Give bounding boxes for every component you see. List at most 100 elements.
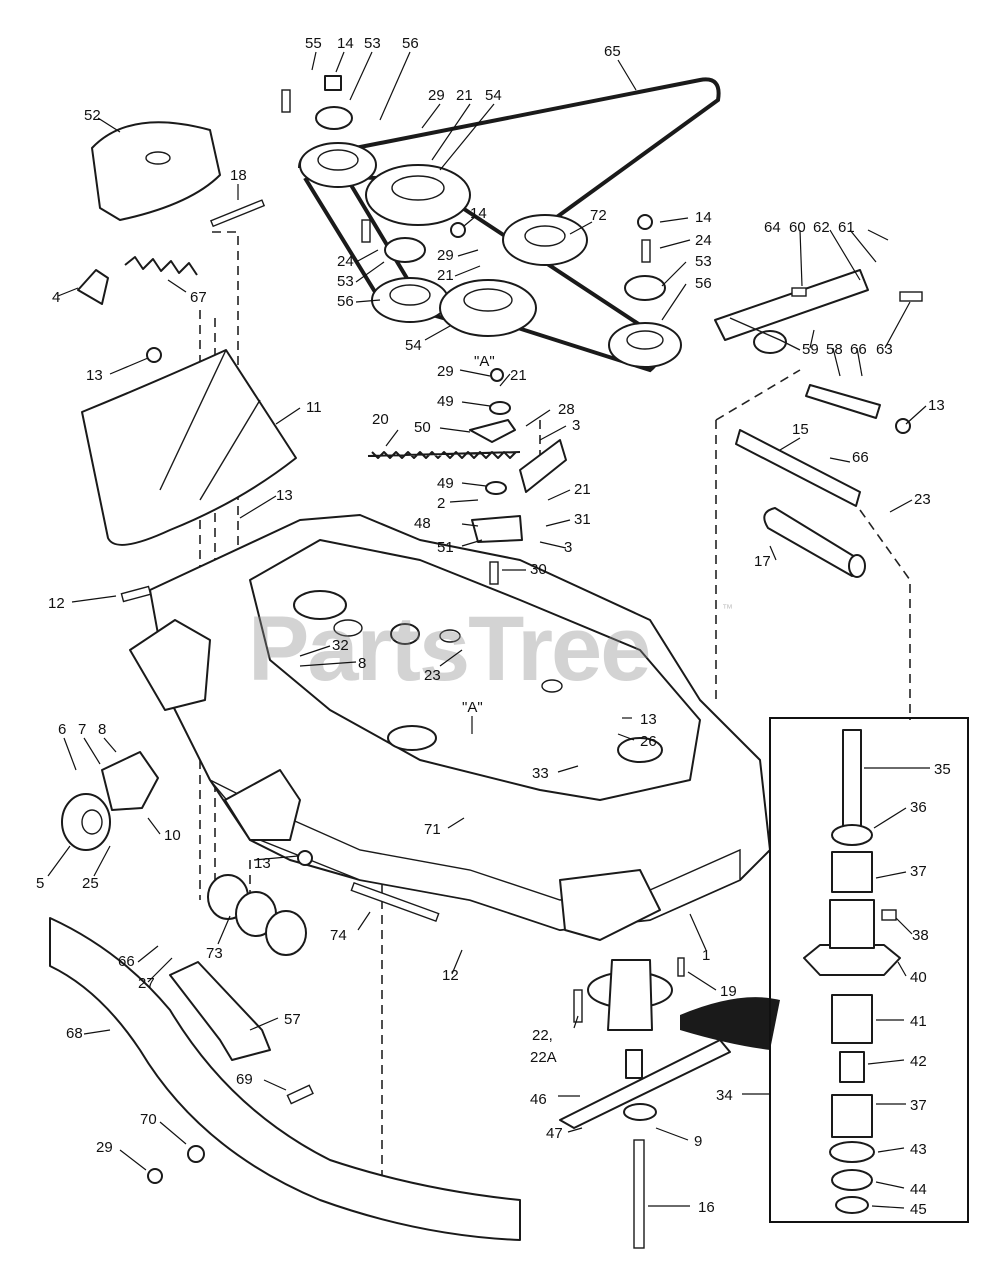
grass-shadow — [680, 997, 780, 1050]
bolt-30 — [489, 561, 499, 585]
lift-arm-59 — [714, 269, 869, 341]
callout-31: 31 — [574, 511, 591, 528]
bearing-53-mid — [384, 237, 426, 263]
callout-51: 51 — [437, 539, 454, 556]
callout-24: 24 — [337, 253, 354, 270]
belt-drive-assembly — [281, 75, 721, 373]
callout-56: 56 — [337, 293, 354, 310]
spring-20 — [367, 451, 521, 459]
callout-36: 36 — [910, 799, 927, 816]
callout-13: 13 — [640, 711, 657, 728]
bolt-24-left — [361, 219, 371, 243]
callout-14: 14 — [695, 209, 712, 226]
callout-44: 44 — [910, 1181, 927, 1198]
callout-55: 55 — [305, 35, 322, 52]
callout-42: 42 — [910, 1053, 927, 1070]
callout-17: 17 — [754, 553, 771, 570]
washer-44 — [831, 1169, 873, 1191]
belt-cover-52 — [91, 121, 221, 221]
callout-56: 56 — [695, 275, 712, 292]
callout-53: 53 — [364, 35, 381, 52]
deck-opening-3 — [541, 679, 563, 693]
right-linkage-assembly — [714, 269, 923, 578]
callout-61: 61 — [838, 219, 855, 236]
callout-50: 50 — [414, 419, 431, 436]
callout-29: 29 — [437, 247, 454, 264]
callout-37: 37 — [910, 863, 927, 880]
bracket-3 — [519, 439, 567, 493]
bracket-57 — [169, 961, 271, 1061]
callout-40: 40 — [910, 969, 927, 986]
callout-19: 19 — [720, 983, 737, 1000]
callout-16: 16 — [698, 1199, 715, 1216]
callout-13: 13 — [276, 487, 293, 504]
callout-47: 47 — [546, 1125, 563, 1142]
callout-3: 3 — [564, 539, 572, 556]
callout-32: 32 — [332, 637, 349, 654]
link-bar-66 — [805, 384, 881, 419]
callout-21: 21 — [510, 367, 527, 384]
callout-28: 28 — [558, 401, 575, 418]
callout-57: 57 — [284, 1011, 301, 1028]
callout-23: 23 — [424, 667, 441, 684]
callout-4: 4 — [52, 289, 60, 306]
callout-18: 18 — [230, 167, 247, 184]
washer-49-top — [489, 401, 511, 415]
watermark-trademark: ™ — [722, 603, 733, 615]
callout-A: "A" — [474, 353, 495, 370]
deck-top-plate — [249, 539, 701, 801]
callout-63: 63 — [876, 341, 893, 358]
callout-13: 13 — [86, 367, 103, 384]
callout-35: 35 — [934, 761, 951, 778]
nut-29-lower — [147, 1168, 163, 1184]
nut-21-pivot — [490, 368, 504, 382]
callout-52: 52 — [84, 107, 101, 124]
callout-26: 26 — [640, 733, 657, 750]
shaft-35 — [842, 729, 862, 841]
callout-6: 6 — [58, 721, 66, 738]
callout-59: 59 — [802, 341, 819, 358]
callout-9: 9 — [694, 1133, 702, 1150]
rod-15 — [735, 429, 861, 507]
callout-70: 70 — [140, 1111, 157, 1128]
callout-46: 46 — [530, 1091, 547, 1108]
callout-21: 21 — [574, 481, 591, 498]
deck-opening-2 — [439, 629, 461, 643]
belt-guard-11 — [81, 349, 297, 546]
idler-arm-50 — [469, 419, 516, 443]
bolt-69 — [286, 1084, 314, 1105]
callout-15: 15 — [792, 421, 809, 438]
nut-14-right — [637, 214, 653, 230]
callout-49: 49 — [437, 475, 454, 492]
callout-21: 21 — [456, 87, 473, 104]
callout-41: 41 — [910, 1013, 927, 1030]
wheel-bracket-7 — [101, 751, 159, 811]
mower-deck-housing — [129, 514, 771, 941]
bearing-37-top — [831, 851, 873, 893]
deck-front-skirt — [209, 779, 741, 931]
callout-53: 53 — [695, 253, 712, 270]
deck-right-channel — [559, 869, 661, 941]
idler-bracket-48 — [471, 515, 523, 543]
deck-left-bracket — [129, 619, 211, 711]
bolt-18 — [210, 199, 266, 228]
bearing-53-top — [315, 106, 353, 130]
callout-49: 49 — [437, 393, 454, 410]
callout-58: 58 — [826, 341, 843, 358]
spindle-hole-right — [617, 737, 663, 763]
callout-29: 29 — [437, 363, 454, 380]
callout-23: 23 — [914, 491, 931, 508]
deck-opening-1 — [333, 619, 363, 637]
callout-67: 67 — [190, 289, 207, 306]
callout-29: 29 — [96, 1139, 113, 1156]
callout-33: 33 — [532, 765, 549, 782]
callout-14: 14 — [470, 205, 487, 222]
callout-24: 24 — [695, 232, 712, 249]
front-baffle-assembly — [49, 917, 521, 1241]
deck-spacer-center — [390, 623, 420, 645]
callout-8: 8 — [98, 721, 106, 738]
callout-29: 29 — [428, 87, 445, 104]
callout-37: 37 — [910, 1097, 927, 1114]
bolt-64 — [791, 287, 807, 297]
callout-66: 66 — [852, 449, 869, 466]
